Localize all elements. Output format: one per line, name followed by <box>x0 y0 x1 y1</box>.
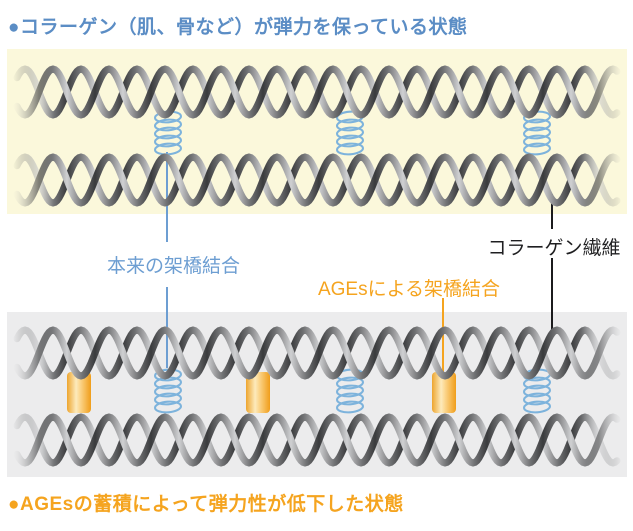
natural-crosslink-label: 本来の架橋結合 <box>106 256 240 277</box>
natural-crosslink-spring-icon <box>333 368 367 419</box>
natural-crosslink-leader-line-top <box>166 152 168 242</box>
collagen-fiber-label: コラーゲン繊維 <box>487 238 621 259</box>
ages-crosslink-bar-icon <box>432 372 456 413</box>
ages-crosslink-leader-line <box>442 298 444 376</box>
healthy-state-title: ●コラーゲン（肌、骨など）が弾力を保っている状態 <box>8 17 468 38</box>
natural-crosslink-spring-icon <box>520 368 554 419</box>
natural-crosslink-spring-icon <box>520 110 554 161</box>
natural-crosslink-leader-line-bottom <box>166 287 168 368</box>
ages-crosslink-bar-icon <box>67 372 91 413</box>
glycated-state-title: ●AGEsの蓄積によって弾力性が低下した状態 <box>8 494 404 515</box>
natural-crosslink-spring-icon <box>151 368 185 419</box>
collagen-fiber-leader-line-top <box>551 194 553 229</box>
collagen-fiber-leader-line-bottom <box>551 258 553 334</box>
ages-crosslink-bar-icon <box>246 372 270 413</box>
natural-crosslink-spring-icon <box>333 110 367 161</box>
natural-crosslink-spring-icon <box>151 110 185 161</box>
ages-crosslink-label: AGEsによる架橋結合 <box>317 279 501 300</box>
